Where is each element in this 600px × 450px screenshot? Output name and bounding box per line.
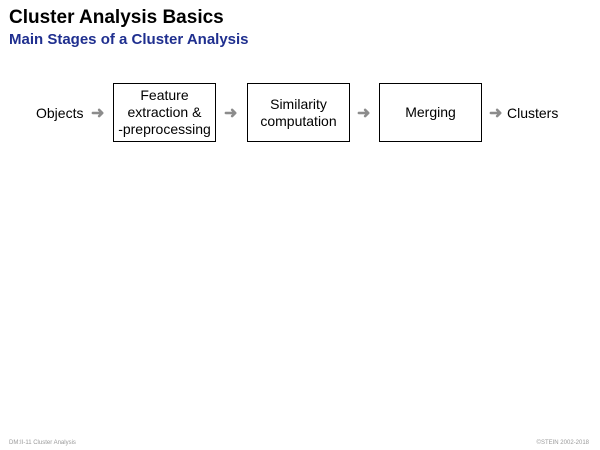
stage-box-similarity-computation: Similarity computation [247,83,350,142]
arrow-icon: ➜ [357,105,371,122]
stage-label: Merging [405,104,456,120]
stage-box-feature-extraction: Feature extraction & -preprocessing [113,83,216,142]
arrow-icon: ➜ [91,105,105,122]
arrow-icon: ➜ [489,105,503,122]
footer-left: DM:II-11 Cluster Analysis [9,440,76,446]
input-label: Objects [36,105,84,121]
stage-box-merging: Merging [379,83,482,142]
footer-right: ©STEIN 2002-2018 [536,440,589,446]
stage-label: Similarity computation [260,95,337,129]
slide-subtitle: Main Stages of a Cluster Analysis [9,31,249,48]
stage-label: Feature extraction & -preprocessing [118,87,211,137]
slide-title: Cluster Analysis Basics [9,7,224,28]
arrow-icon: ➜ [224,105,238,122]
output-label: Clusters [507,105,559,121]
